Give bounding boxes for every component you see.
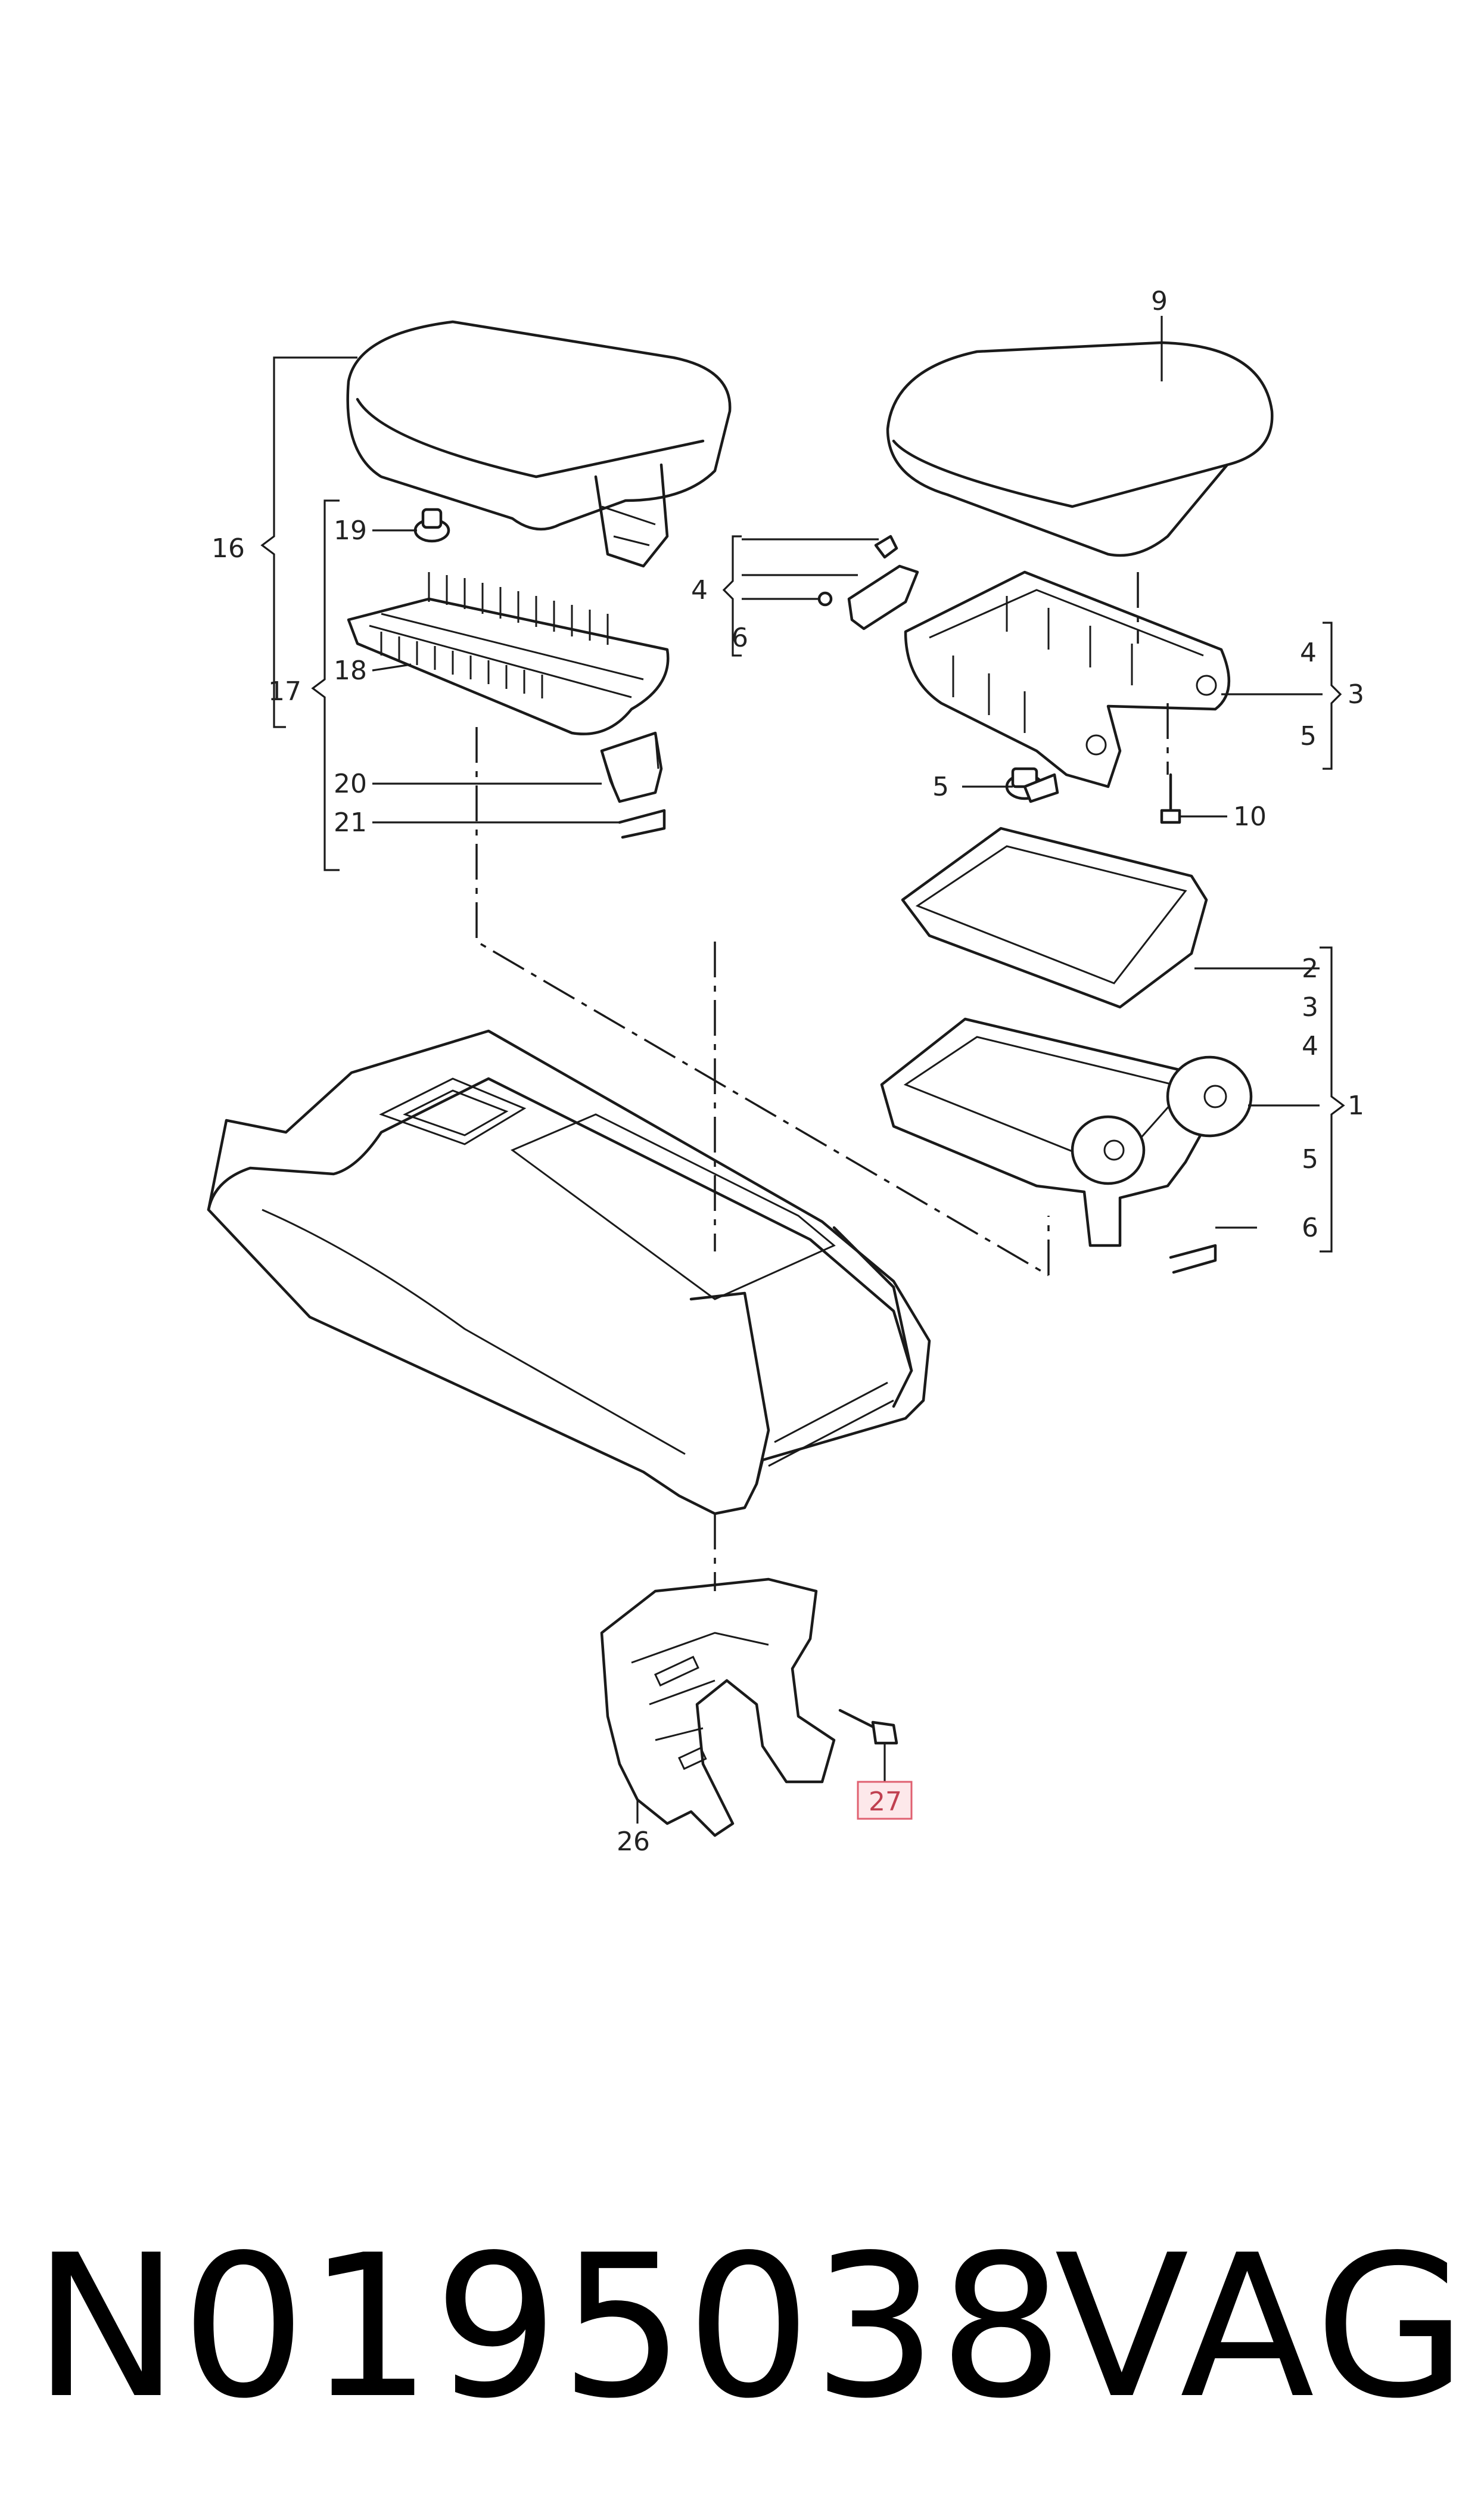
callout-6b: 6 [1302,1213,1318,1243]
callout-1: 1 [1348,1091,1364,1121]
hinge-plate-18 [347,572,670,735]
brand-name: VAG [1054,2213,1471,2442]
brace-1 [1320,946,1345,1253]
callout-20: 20 [334,769,367,799]
callout-4b: 4 [1300,638,1317,668]
callout-6a: 6 [732,623,748,653]
callout-21: 21 [334,807,367,838]
pin-6 [1169,1244,1217,1274]
parts-diagram: 9 16 17 19 18 20 21 4 6 4 3 5 5 10 2 3 4… [207,286,1364,1857]
callout-27: 27 [869,1787,902,1817]
hinge-frame-3 [904,570,1231,788]
latch-small-parts [817,535,919,630]
spring-clip-20 [600,731,663,803]
storage-tray-2 [901,827,1208,1009]
callout-26: 26 [617,1827,650,1857]
assembly-line-1 [475,727,1049,1276]
clip-19 [413,508,450,543]
armrest-cushion-left [346,320,732,568]
bracket-26 [600,1577,836,1837]
callout-17: 17 [268,676,301,707]
callout-16: 16 [211,533,245,564]
center-console [207,1029,931,1515]
callout-5c: 5 [1302,1144,1318,1175]
brace-16 [260,356,286,728]
callout-18: 18 [334,656,367,686]
brace-3 [1323,622,1342,770]
callout-5b: 5 [932,772,949,802]
callout-3a: 3 [1348,679,1364,710]
callout-27-highlight-box [857,1781,913,1820]
part-number: N0195038 [33,2213,1065,2442]
callout-9: 9 [1151,286,1168,316]
screw-10 [1160,773,1181,824]
pin-21 [618,809,666,839]
callout-2: 2 [1302,953,1318,984]
callout-3b: 3 [1302,992,1318,1023]
callout-4c: 4 [1302,1031,1318,1061]
brace-17 [311,499,340,871]
callout-10: 10 [1233,802,1267,832]
leader-18 [372,663,412,672]
bolt-5 [1005,767,1059,803]
bolt-27 [838,1709,898,1745]
callout-4a: 4 [691,575,708,605]
callout-19: 19 [334,515,367,546]
armrest-cushion-right [886,341,1274,557]
brace-4-6 [722,535,742,657]
storage-box-1 [880,1017,1253,1247]
callout-5a: 5 [1300,721,1317,751]
